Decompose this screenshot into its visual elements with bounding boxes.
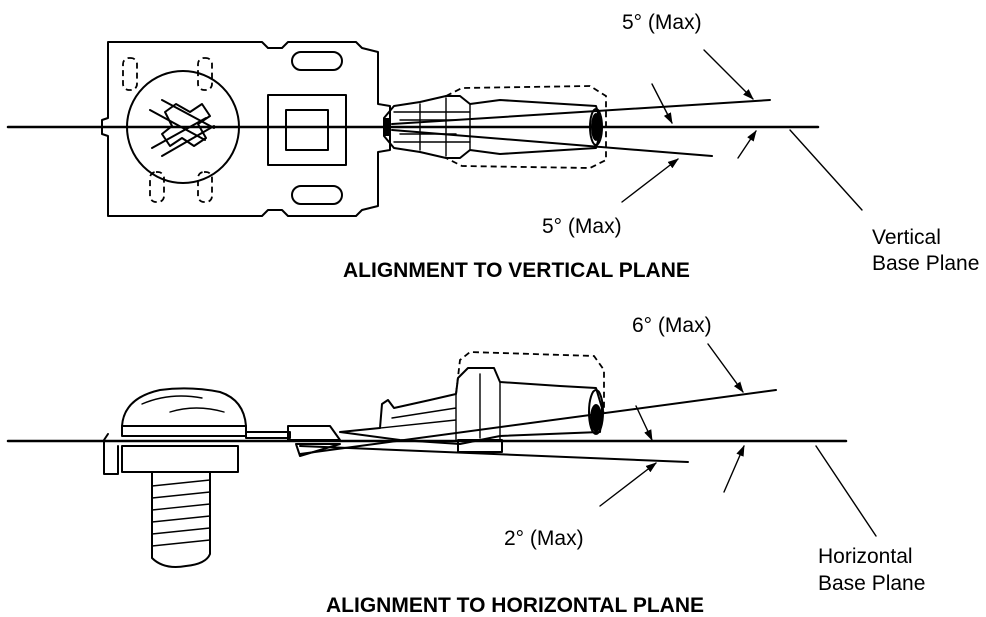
vertical-tilt-line-lower [391,129,713,157]
vertical-angle-upper-label: 5° (Max) [622,11,702,34]
horizontal-tilt-line-upper [299,389,777,455]
arrow-vertical-lower-small [737,130,757,159]
screw-side-view [103,387,247,568]
arrow-vertical-upper [703,49,754,100]
leader-vertical-base-plane [789,129,863,211]
vertical-caption: ALIGNMENT TO VERTICAL PLANE [343,259,690,282]
vertical-alignment-view: 5° (Max) 5° (Max) Vertical Base Plane AL… [6,11,979,282]
terminal-plate-top-view [101,41,391,217]
horizontal-base-plane-label-line2: Base Plane [818,572,925,595]
leader-horizontal-base-plane [815,445,877,537]
vertical-tilt-line-upper [391,99,771,125]
horizontal-base-plane-label-line1: Horizontal [818,545,913,568]
arrow-vertical-upper-small [651,83,673,124]
terminal-barrel-top-view [383,85,607,169]
arrow-horizontal-lower [599,462,657,507]
vertical-base-plane-label-line1: Vertical [872,226,941,249]
arrow-horizontal-lower-small [723,444,745,493]
horizontal-tilt-line-lower [299,445,689,463]
screw-head [126,70,240,184]
plate-window [267,94,347,166]
arrow-horizontal-upper [707,343,744,393]
horizontal-angle-lower-label: 2° (Max) [504,527,584,550]
vertical-base-plane-label-line2: Base Plane [872,252,979,275]
arrow-vertical-lower [621,158,679,203]
arrow-horizontal-upper-small [635,405,653,442]
horizontal-caption: ALIGNMENT TO HORIZONTAL PLANE [326,594,704,617]
horizontal-angle-upper-label: 6° (Max) [632,314,712,337]
horizontal-alignment-view: 6° (Max) 2° (Max) Horizontal Base Plane … [6,314,925,617]
vertical-angle-lower-label: 5° (Max) [542,215,622,238]
terminal-side-view [245,351,605,457]
